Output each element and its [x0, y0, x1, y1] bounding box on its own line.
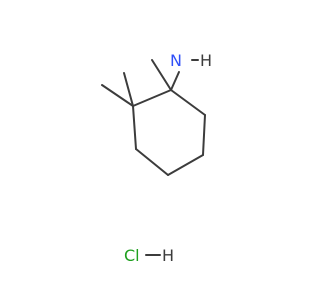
bond-c3-c4 [135, 148, 169, 176]
molecule-structure: N H Cl H [101, 51, 212, 265]
bond-c5-c6 [202, 114, 206, 156]
atom-cl-label: Cl [124, 246, 140, 265]
atom-n-label: N [170, 51, 182, 70]
bond-c2-methyl-a [123, 72, 134, 107]
bond-c2-c3 [132, 105, 137, 150]
atom-cl-h-label: H [162, 246, 174, 265]
bond-c6-c1 [170, 89, 206, 116]
bond-c1-n [170, 71, 180, 91]
bond-c4-c5 [167, 154, 204, 176]
bond-c1-methyl [151, 59, 172, 91]
bonds [101, 59, 206, 256]
molecule-canvas: N H Cl H [101, 51, 213, 265]
bond-c1-c2 [132, 89, 172, 107]
bond-c2-methyl-b [101, 84, 134, 107]
atom-n-h-label: H [200, 51, 212, 70]
